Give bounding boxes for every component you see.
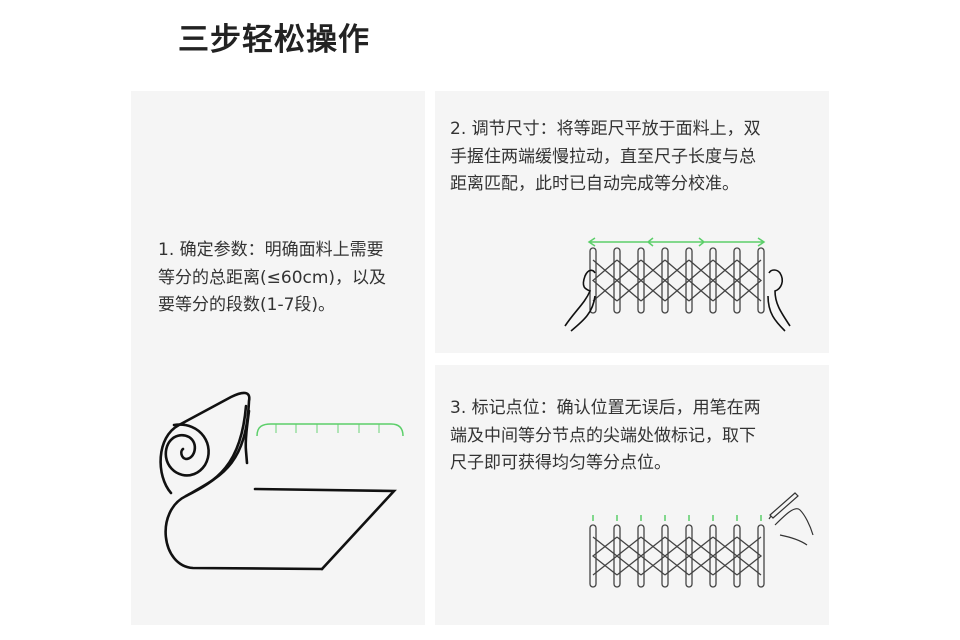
ruler-bar — [613, 247, 621, 314]
ruler-icon — [256, 423, 404, 437]
step-1-panel: 1. 确定参数：明确面料上需要 等分的总距离(≤60cm)，以及 要等分的段数(… — [131, 91, 425, 625]
ruler-bar — [661, 524, 669, 588]
ruler-link — [735, 536, 763, 576]
ruler-bar — [589, 247, 597, 314]
pen-hand-icon — [768, 492, 814, 546]
text-line: 等分的总距离(≤60cm)，以及 — [158, 267, 387, 288]
ruler-bar — [637, 247, 645, 314]
ruler-bar — [709, 524, 717, 588]
ruler-bar — [661, 247, 669, 314]
text-line: 3. 标记点位：确认位置无误后，用笔在两 — [450, 398, 761, 418]
step-3-text: 3. 标记点位：确认位置无误后，用笔在两 端及中间等分节点的尖端处做标记，取下 … — [450, 395, 761, 478]
ruler-bar — [709, 247, 717, 314]
ruler-bar — [637, 524, 645, 588]
mark-points — [592, 515, 762, 521]
step-2-text: 2. 调节尺寸：将等距尺平放于面料上，双 手握住两端缓慢拉动，直至尺子长度与总 … — [450, 116, 761, 199]
ruler-bar — [685, 247, 693, 314]
hands-icon — [564, 269, 791, 332]
distance-arrow-icon — [587, 237, 766, 247]
scissor-ruler — [589, 247, 765, 314]
section-title: 三步轻松操作 — [178, 22, 370, 58]
text-line: 端及中间等分节点的尖端处做标记，取下 — [450, 425, 756, 446]
ruler-bar — [733, 247, 741, 314]
ruler-bar — [685, 524, 693, 588]
text-line: 尺子即可获得均匀等分点位。 — [450, 453, 671, 473]
ruler-bar — [733, 524, 741, 588]
text-line: 要等分的段数(1-7段)。 — [158, 295, 336, 315]
scissor-ruler — [589, 524, 765, 588]
ruler-bar — [757, 247, 765, 314]
fabric-roll-illustration — [159, 391, 404, 571]
ruler-bar — [613, 524, 621, 588]
step-1-text: 1. 确定参数：明确面料上需要 等分的总距离(≤60cm)，以及 要等分的段数(… — [158, 237, 386, 320]
step-2-panel: 2. 调节尺寸：将等距尺平放于面料上，双 手握住两端缓慢拉动，直至尺子长度与总 … — [435, 91, 829, 353]
step-3-panel: 3. 标记点位：确认位置无误后，用笔在两 端及中间等分节点的尖端处做标记，取下 … — [435, 365, 829, 625]
ruler-bar — [589, 524, 597, 588]
ruler-bar — [757, 524, 765, 588]
text-line: 距离匹配，此时已自动完成等分校准。 — [450, 174, 739, 194]
ruler-link — [735, 259, 763, 302]
text-line: 1. 确定参数：明确面料上需要 — [158, 240, 384, 260]
expanding-ruler-hands-illustration — [564, 237, 791, 332]
expanding-ruler-pen-illustration — [589, 492, 814, 588]
text-line: 手握住两端缓慢拉动，直至尺子长度与总 — [450, 146, 756, 167]
text-line: 2. 调节尺寸：将等距尺平放于面料上，双 — [450, 119, 761, 139]
